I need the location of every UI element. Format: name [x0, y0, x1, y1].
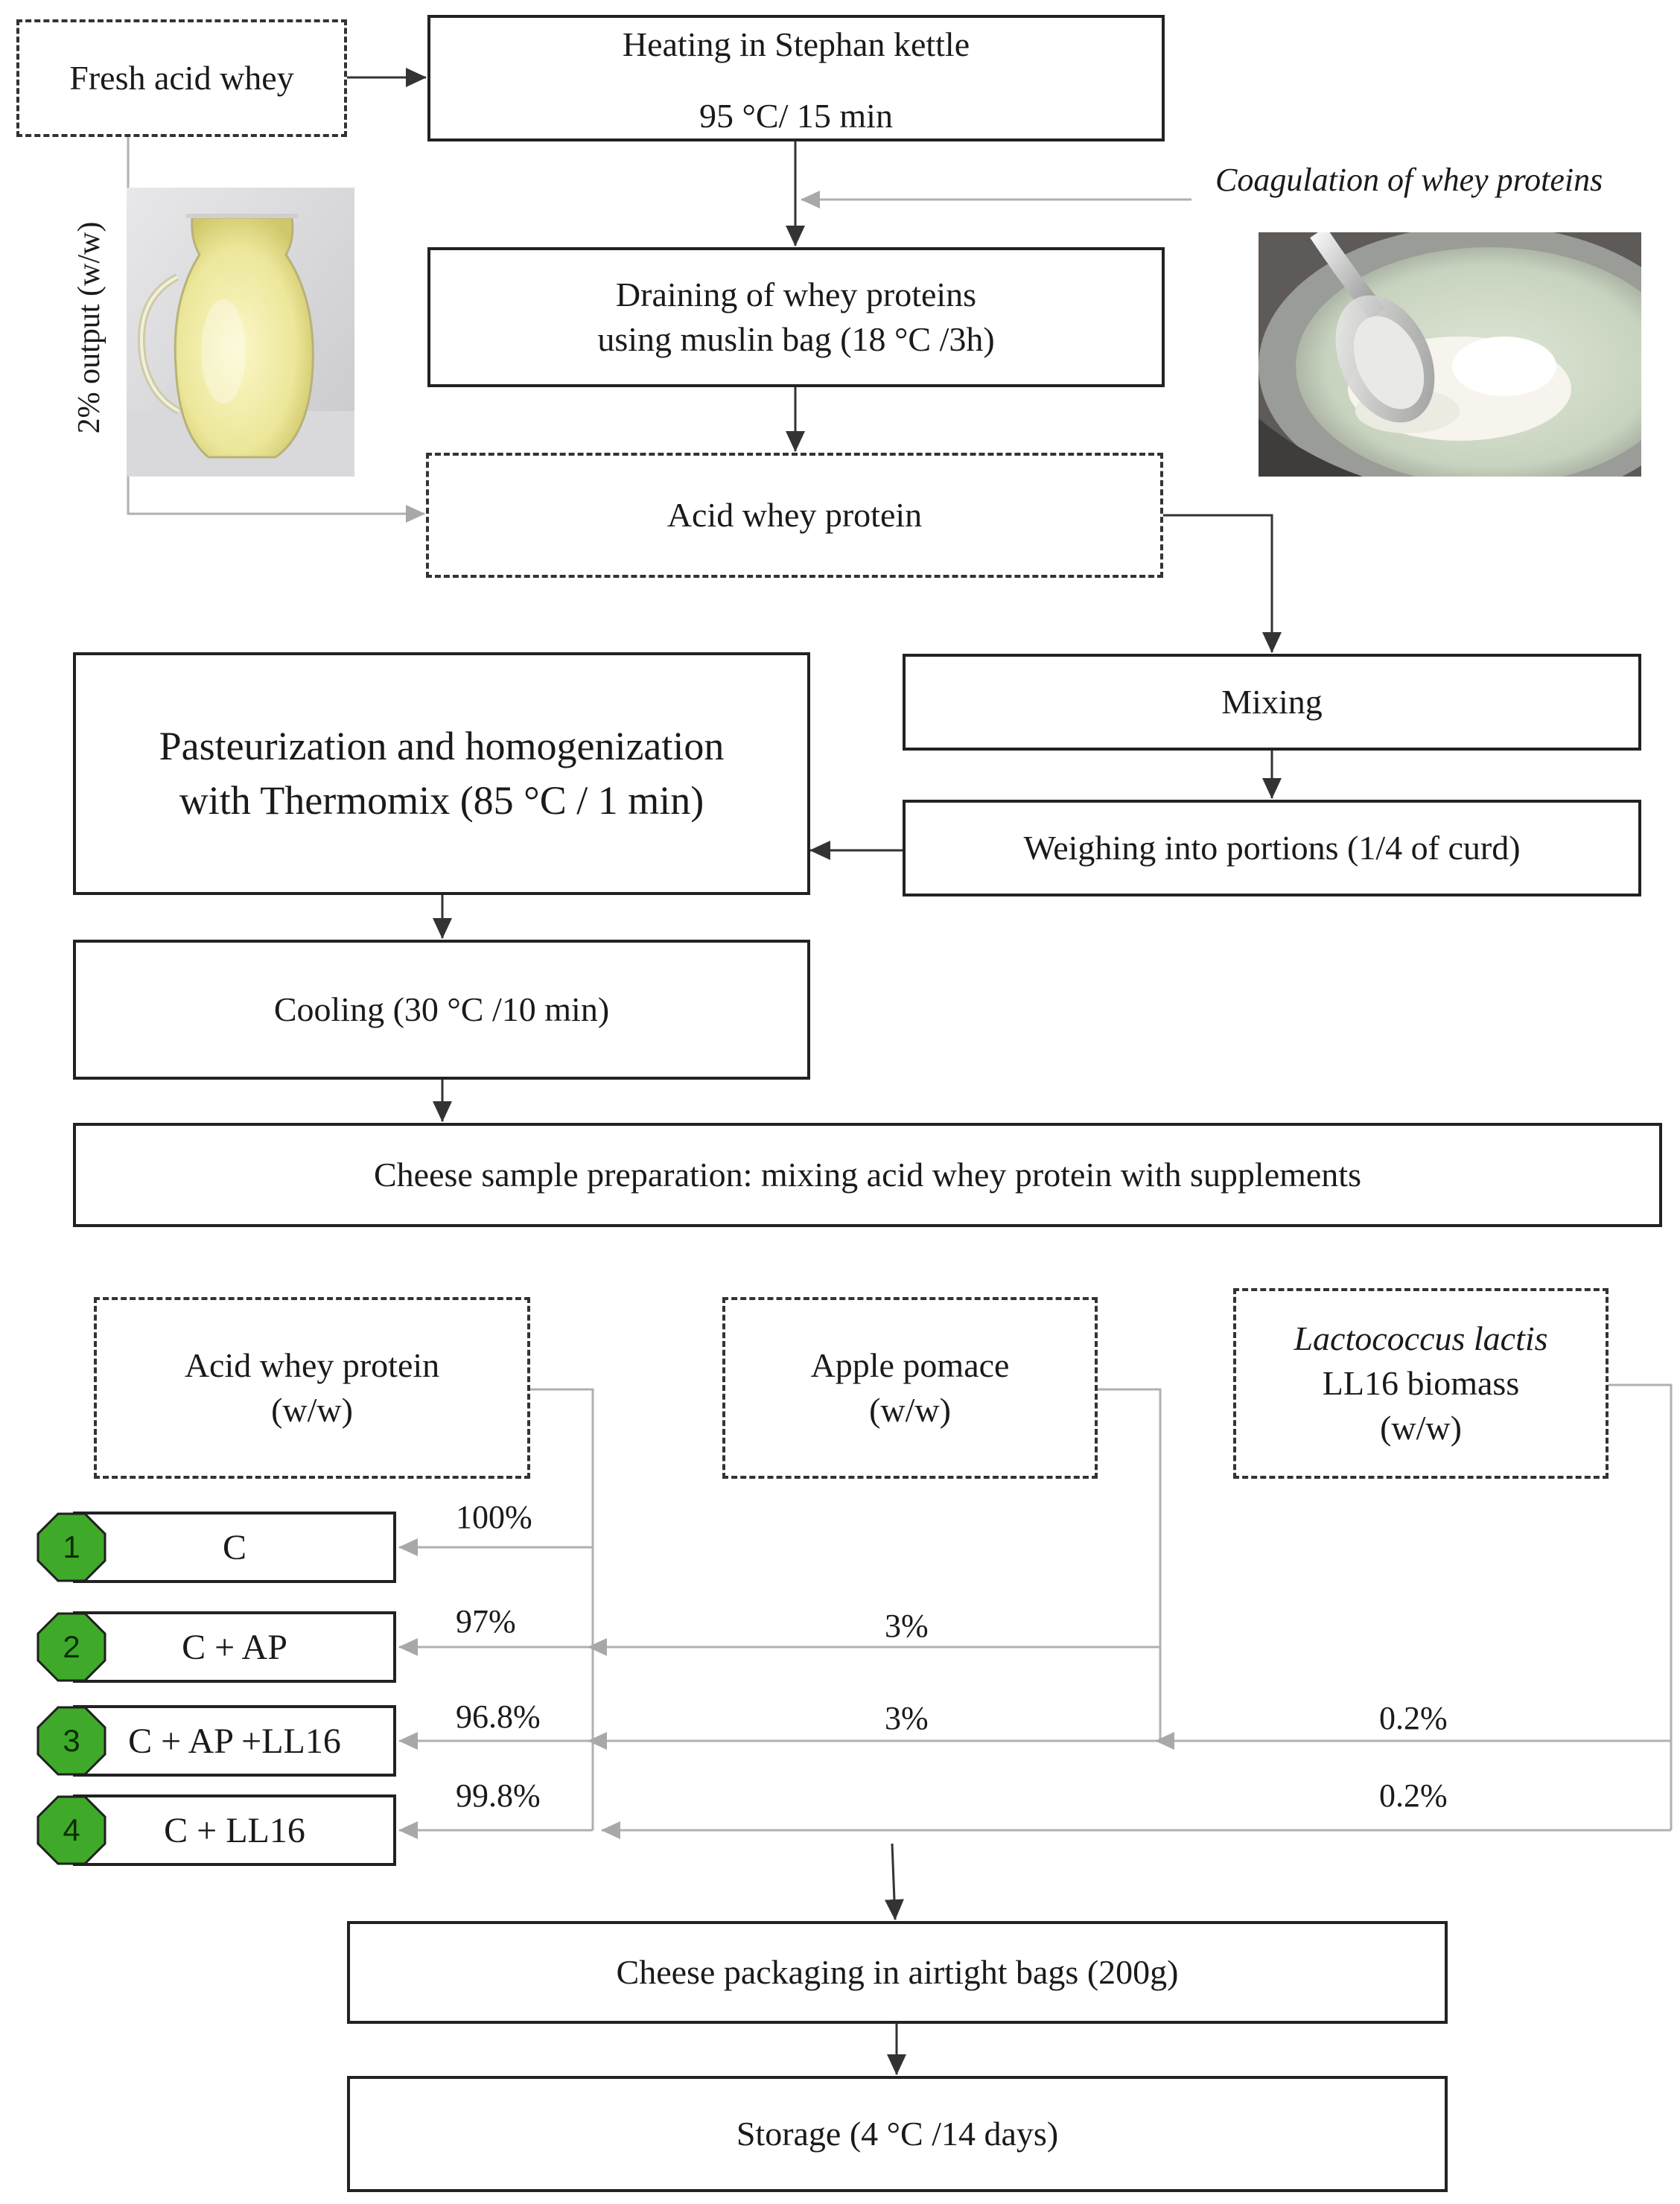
sample-label-1: C [222, 1527, 246, 1567]
sample-box-1: C [73, 1512, 396, 1583]
sample-preparation-box: Cheese sample preparation: mixing acid w… [73, 1123, 1662, 1227]
cooling-box: Cooling (30 °C /10 min) [73, 940, 810, 1080]
ingredient-lactococcus: Lactococcus lactis LL16 biomass (w/w) [1233, 1288, 1609, 1479]
sample-badge-1: 1 [36, 1512, 107, 1583]
coagulation-photo [1259, 232, 1641, 477]
sample-label-2: C + AP [182, 1627, 287, 1667]
draining-box: Draining of whey proteins using muslin b… [427, 247, 1165, 387]
ingredient-lactococcus-unit: (w/w) [1380, 1408, 1462, 1447]
pasteurization-conditions: with Thermomix (85 °C / 1 min) [179, 778, 704, 823]
mixing-box: Mixing [903, 654, 1641, 751]
octagon-badge-icon [36, 1706, 106, 1776]
fresh-acid-whey-box: Fresh acid whey [16, 19, 347, 137]
ingredient-lactococcus-strain: LL16 biomass [1322, 1364, 1520, 1403]
ingredient-acid-whey-protein-label: Acid whey protein [184, 1346, 440, 1385]
packaging-label: Cheese packaging in airtight bags (200g) [616, 1953, 1179, 1992]
sample-number-1: 1 [63, 1529, 80, 1564]
ingredient-acid-whey-protein-unit: (w/w) [271, 1391, 353, 1429]
weighing-label: Weighing into portions (1/4 of curd) [1023, 829, 1521, 867]
awp-pct-4: 99.8% [456, 1777, 541, 1814]
ll-pct-4: 0.2% [1379, 1777, 1448, 1814]
sample-preparation-label: Cheese sample preparation: mixing acid w… [373, 1156, 1361, 1194]
curd-pot-icon [1259, 232, 1641, 477]
sample-badge-2: 2 [36, 1611, 107, 1683]
octagon-badge-icon [36, 1512, 106, 1582]
heating-conditions: 95 °C/ 15 min [699, 97, 893, 136]
sample-box-2: C + AP [73, 1611, 396, 1683]
sample-label-4: C + LL16 [164, 1810, 305, 1850]
acid-whey-protein-label: Acid whey protein [666, 496, 923, 535]
octagon-badge-icon [36, 1612, 106, 1682]
ll-pct-3: 0.2% [1379, 1700, 1448, 1736]
ingredient-apple-pomace-label: Apple pomace [810, 1346, 1010, 1385]
coagulation-label: Coagulation of whey proteins [1215, 162, 1603, 198]
ingredient-apple-pomace: Apple pomace (w/w) [722, 1297, 1098, 1479]
acid-whey-protein-box: Acid whey protein [426, 453, 1163, 578]
sample-number-2: 2 [63, 1629, 80, 1664]
ingredient-lactococcus-label: Lactococcus lactis [1294, 1319, 1548, 1358]
pasteurization-label: Pasteurization and homogenization [159, 724, 725, 769]
pitcher-icon [127, 188, 354, 477]
storage-label: Storage (4 °C /14 days) [736, 2115, 1059, 2153]
pasteurization-box: Pasteurization and homogenization with T… [73, 652, 810, 895]
sample-badge-3: 3 [36, 1705, 107, 1777]
sample-badge-4: 4 [36, 1794, 107, 1866]
octagon-badge-icon [36, 1795, 106, 1865]
sample-number-4: 4 [63, 1812, 80, 1847]
cooling-label: Cooling (30 °C /10 min) [273, 990, 610, 1029]
packaging-box: Cheese packaging in airtight bags (200g) [347, 1921, 1448, 2024]
heating-box: Heating in Stephan kettle 95 °C/ 15 min [427, 15, 1165, 141]
ap-pct-2: 3% [885, 1608, 929, 1644]
storage-box: Storage (4 °C /14 days) [347, 2076, 1448, 2192]
weighing-box: Weighing into portions (1/4 of curd) [903, 800, 1641, 896]
fresh-acid-whey-label: Fresh acid whey [69, 59, 294, 98]
awp-pct-2: 97% [456, 1603, 516, 1640]
sample-number-3: 3 [63, 1723, 80, 1758]
jug-photo [127, 188, 354, 477]
ap-pct-3: 3% [885, 1700, 929, 1736]
sample-label-3: C + AP +LL16 [128, 1721, 341, 1761]
ingredient-apple-pomace-unit: (w/w) [869, 1391, 951, 1429]
draining-label: Draining of whey proteins [615, 276, 977, 314]
heating-label: Heating in Stephan kettle [622, 25, 970, 63]
mixing-label: Mixing [1221, 683, 1323, 722]
sample-box-4: C + LL16 [73, 1794, 396, 1866]
sample-box-3: C + AP +LL16 [73, 1705, 396, 1777]
output-label: 2% output (w/w) [72, 221, 106, 434]
ingredient-acid-whey-protein: Acid whey protein (w/w) [94, 1297, 530, 1479]
awp-pct-1: 100% [456, 1499, 532, 1535]
draining-conditions: using muslin bag (18 °C /3h) [597, 320, 995, 358]
awp-pct-3: 96.8% [456, 1698, 541, 1735]
